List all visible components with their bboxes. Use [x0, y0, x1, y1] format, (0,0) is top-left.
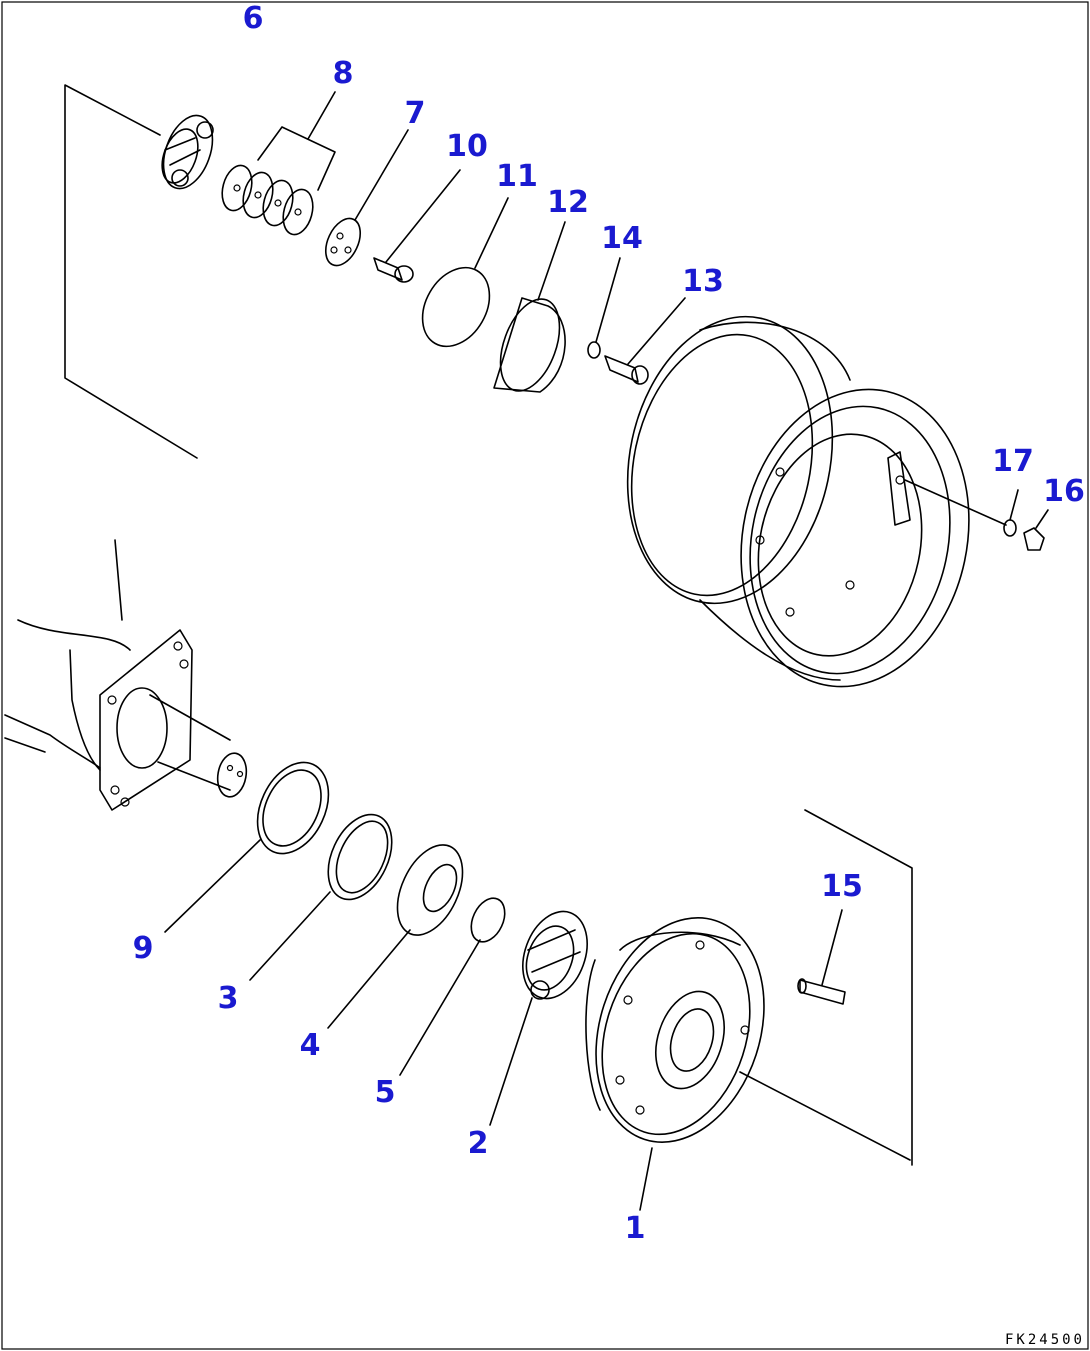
part-wheel-rim [626, 315, 1007, 688]
reference-plane-upper [64, 84, 198, 459]
part-7-plate [324, 129, 409, 267]
callout-3: 3 [218, 981, 239, 1016]
callout-6: 6 [243, 1, 264, 36]
part-6-bearing [161, 114, 214, 190]
callout-14: 14 [601, 221, 643, 256]
drawing-code: FK24500 [1005, 1332, 1085, 1348]
callout-15: 15 [821, 869, 863, 904]
callout-17: 17 [992, 444, 1034, 479]
part-11-o-ring [421, 197, 509, 348]
callout-labels: 1 2 3 4 5 6 7 8 9 10 11 12 13 14 15 16 1… [133, 1, 1085, 1246]
part-17-washer [1003, 489, 1019, 537]
part-9-seal [164, 761, 330, 933]
callout-11: 11 [496, 159, 538, 194]
part-16-nut [1023, 509, 1049, 551]
reference-plane-lower [804, 809, 913, 1166]
callout-4: 4 [300, 1028, 321, 1063]
callout-12: 12 [547, 185, 589, 220]
callout-8: 8 [333, 56, 354, 91]
callout-7: 7 [405, 96, 426, 131]
callout-16: 16 [1043, 474, 1085, 509]
part-10-bolt [373, 169, 461, 283]
part-4-bearing-cup [327, 844, 464, 1029]
part-1-hub [585, 917, 911, 1211]
callout-2: 2 [468, 1126, 489, 1161]
part-8-shims [221, 91, 336, 236]
part-15-stud-bolt [797, 909, 846, 1005]
callout-1: 1 [625, 1211, 646, 1246]
part-3-seal [249, 813, 393, 981]
callout-9: 9 [133, 931, 154, 966]
callout-5: 5 [375, 1075, 396, 1110]
part-12-cover [493, 221, 566, 393]
part-axle-housing [4, 539, 248, 811]
callout-10: 10 [446, 129, 488, 164]
callout-13: 13 [682, 264, 724, 299]
part-13-bolt [604, 297, 686, 385]
part-5-o-ring [399, 897, 506, 1076]
part-2-bearing [489, 910, 588, 1126]
part-14-washer [587, 257, 621, 359]
